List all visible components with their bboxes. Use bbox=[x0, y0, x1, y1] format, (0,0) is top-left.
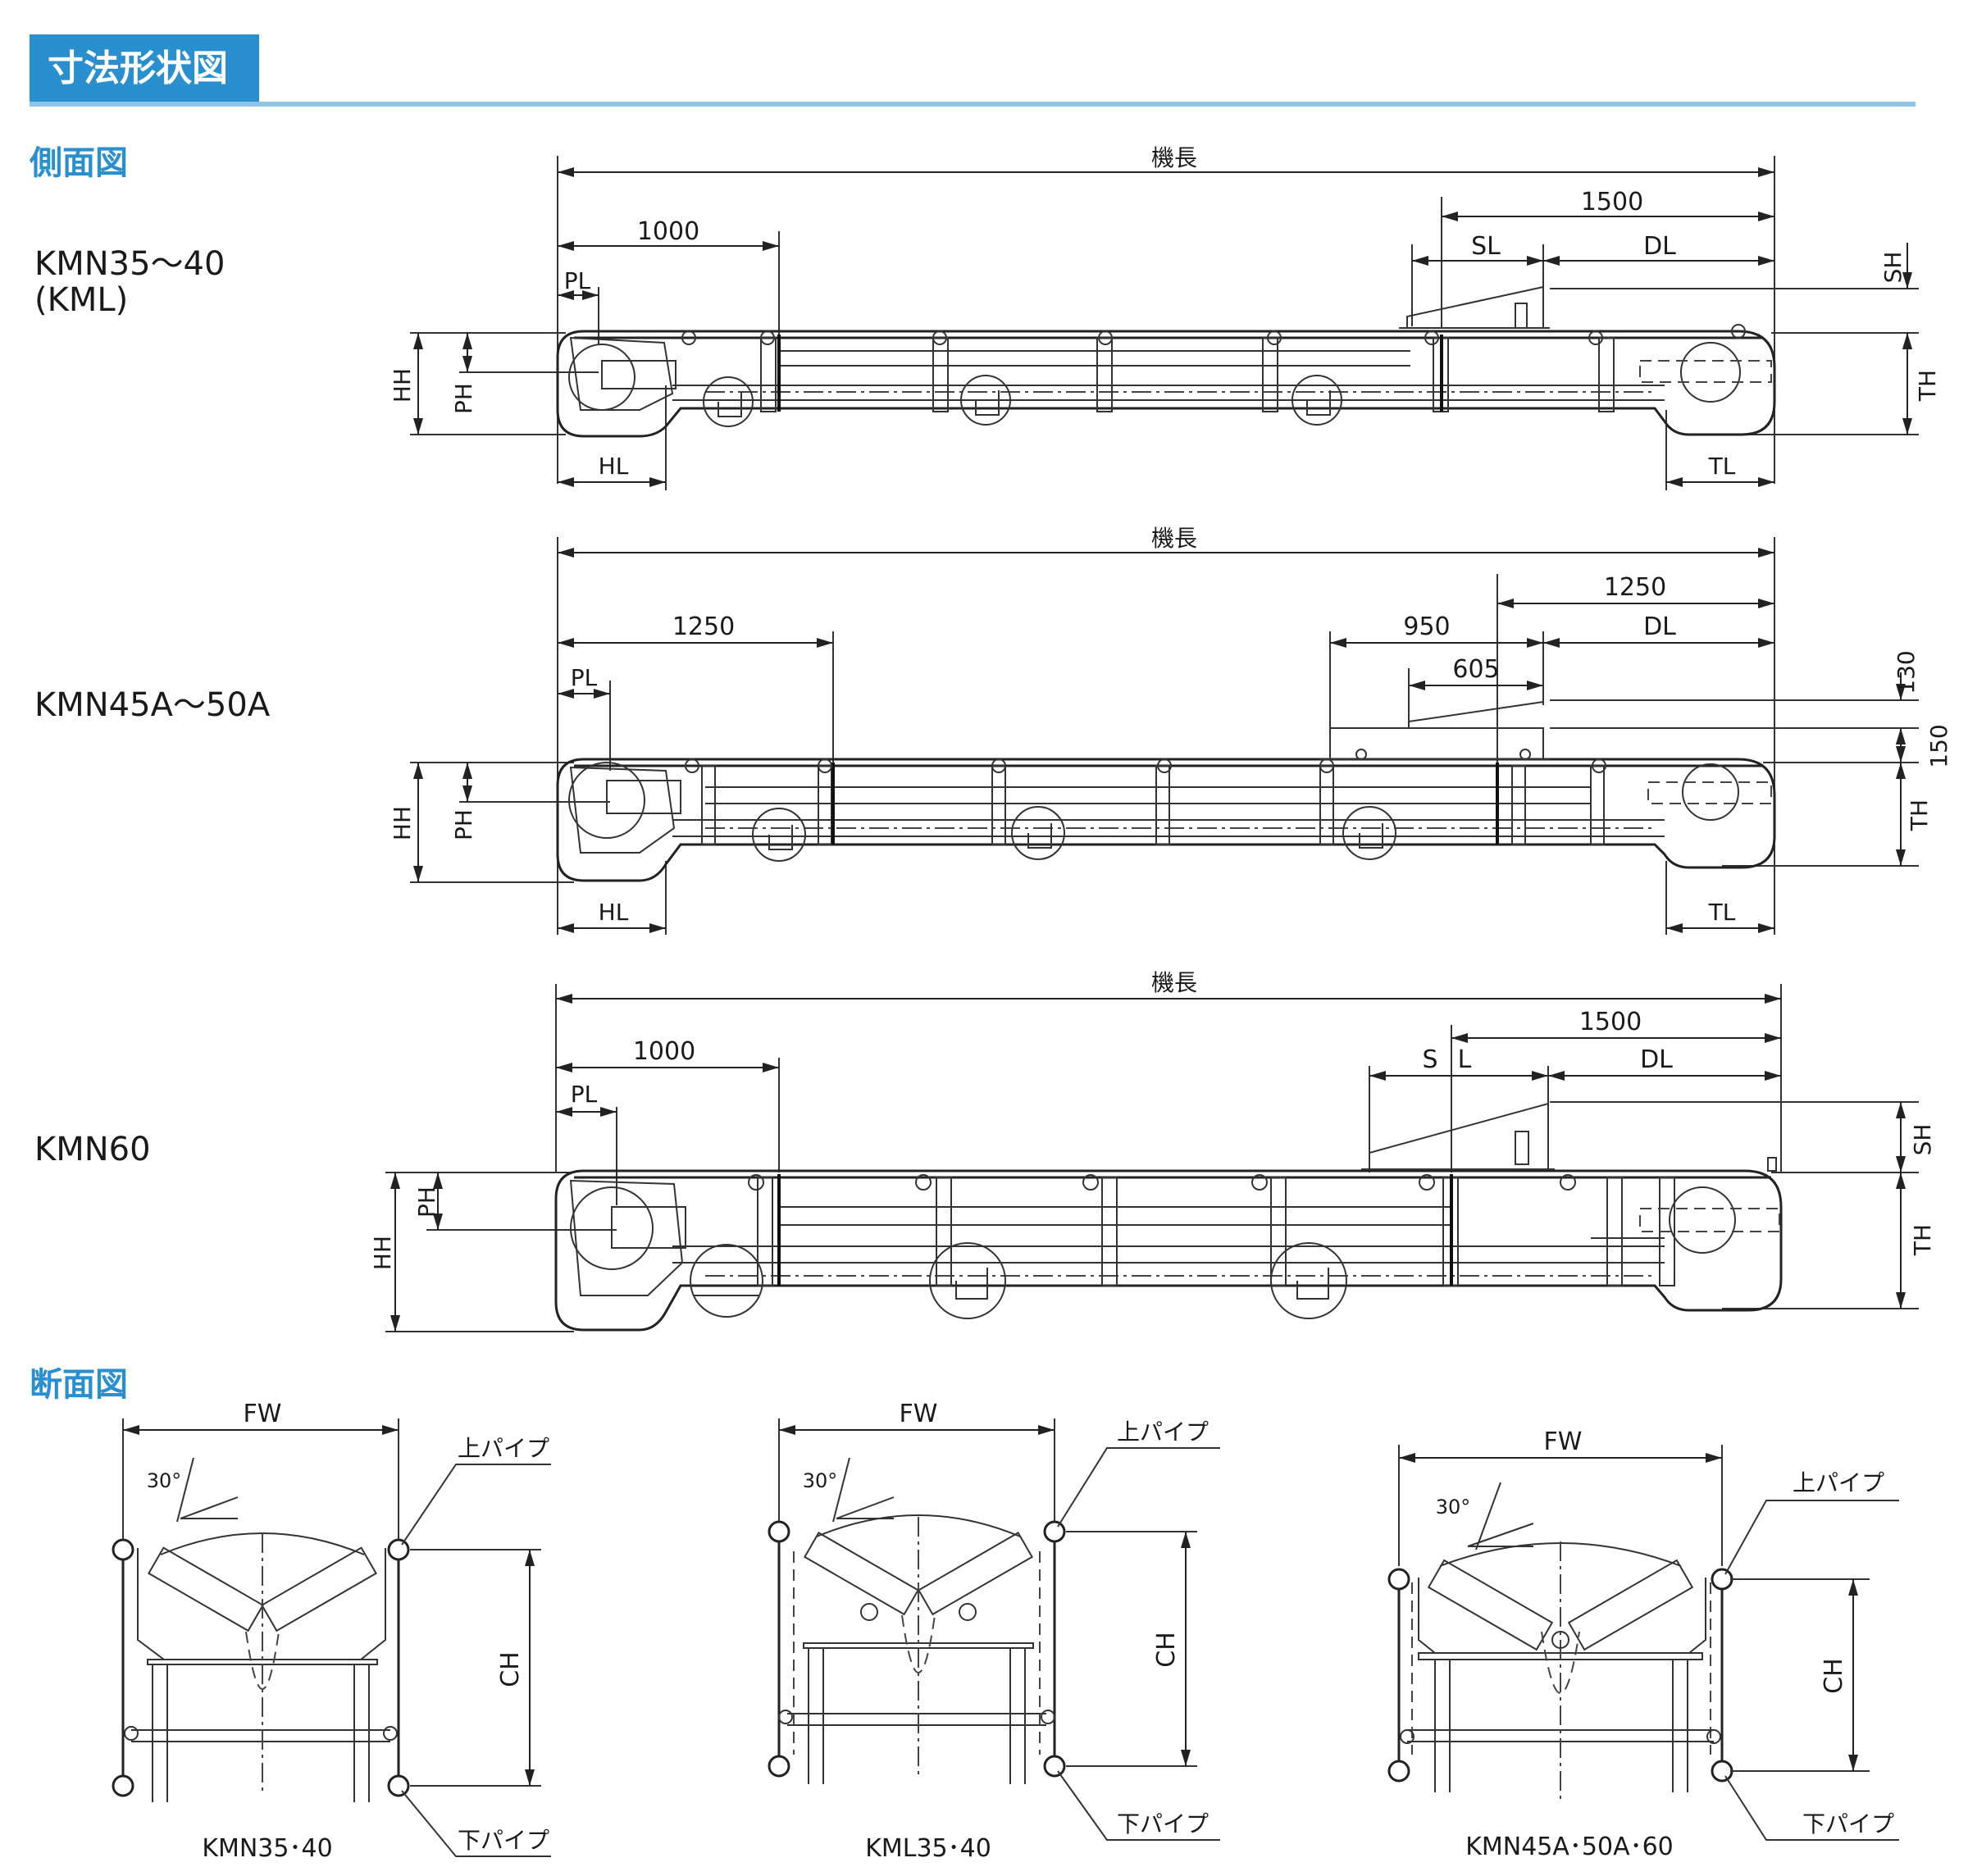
cs1-angle-label: 30° bbox=[147, 1469, 182, 1492]
v1-hl-dim: HL bbox=[599, 453, 629, 480]
cs3-lower-pipe-label: 下パイプ bbox=[1802, 1810, 1894, 1837]
v2-hl-dim: HL bbox=[599, 899, 629, 926]
v1-th-dim: TH bbox=[1914, 370, 1941, 402]
header-rule bbox=[30, 102, 1916, 107]
cs1-fw-dim: FW bbox=[244, 1400, 282, 1428]
side-view-title: 側面図 bbox=[30, 144, 128, 182]
cs3-caption: KMN45A･50A･60 bbox=[1465, 1833, 1674, 1861]
v2-dl-dim: DL bbox=[1643, 612, 1676, 641]
cs2-fw-dim: FW bbox=[900, 1400, 938, 1428]
cs2-caption: KML35･40 bbox=[865, 1834, 991, 1863]
cs1-upper-pipe-label: 上パイプ bbox=[458, 1435, 549, 1462]
model-label-1-line2: (KML) bbox=[34, 281, 129, 319]
v2-th-dim: TH bbox=[1906, 799, 1933, 831]
v2-150-dim: 150 bbox=[1925, 724, 1952, 767]
v1-sl-dim: SL bbox=[1471, 232, 1501, 261]
v3-machine-length-label: 機長 bbox=[1151, 969, 1197, 996]
cs1-ch-dim: CH bbox=[496, 1651, 525, 1687]
side-view-1: 機長 1000 1500 SL DL PL HL TL HH PH bbox=[389, 144, 1941, 490]
v2-head-dim: 1250 bbox=[672, 612, 735, 641]
cs1-caption: KMN35･40 bbox=[202, 1834, 332, 1863]
side-view-2: 機長 1250 1250 950 DL 605 PL HL TL HH PH 1… bbox=[389, 525, 1952, 935]
cross-section-2: FW 30° CH 上パイプ 下パイプ bbox=[768, 1400, 1220, 1863]
cross-section-1: FW 30° CH 上パイプ 下パイプ bbox=[112, 1400, 551, 1863]
v2-130-dim: 130 bbox=[1893, 650, 1920, 694]
cs3-fw-dim: FW bbox=[1544, 1427, 1583, 1456]
cs2-angle-label: 30° bbox=[803, 1469, 838, 1492]
header-title: 寸法形状図 bbox=[30, 34, 259, 103]
v1-ph-dim: PH bbox=[450, 383, 477, 414]
v1-tail-dim: 1500 bbox=[1581, 188, 1643, 216]
v3-sh-dim: SH bbox=[1909, 1124, 1936, 1156]
v3-tail-dim: 1500 bbox=[1579, 1008, 1642, 1036]
v2-tl-dim: TL bbox=[1708, 899, 1736, 926]
model-label-3: KMN60 bbox=[34, 1131, 151, 1168]
v3-th-dim: TH bbox=[1909, 1224, 1936, 1256]
v3-ph-dim: PH bbox=[413, 1186, 440, 1218]
v2-tail-dim: 1250 bbox=[1604, 573, 1666, 602]
v1-dl-dim: DL bbox=[1643, 232, 1676, 261]
cs3-upper-pipe-label: 上パイプ bbox=[1793, 1469, 1884, 1496]
model-label-1-line1: KMN35～40 bbox=[34, 245, 226, 283]
v1-pl-dim: PL bbox=[564, 267, 591, 294]
v2-ph-dim: PH bbox=[450, 809, 477, 840]
cs2-ch-dim: CH bbox=[1152, 1632, 1181, 1668]
v1-sh-dim: SH bbox=[1879, 252, 1906, 284]
cs1-lower-pipe-label: 下パイプ bbox=[458, 1827, 549, 1854]
model-label-1: KMN35～40 (KML) bbox=[34, 246, 225, 318]
v1-machine-length-label: 機長 bbox=[1151, 144, 1197, 171]
cross-section-3: FW 30° CH 上パイプ 下パイプ bbox=[1387, 1427, 1899, 1861]
model-label-2: KMN45A～50A bbox=[34, 686, 271, 724]
v3-hh-dim: HH bbox=[369, 1236, 396, 1270]
cs2-upper-pipe-label: 上パイプ bbox=[1117, 1418, 1209, 1446]
v3-pl-dim: PL bbox=[571, 1081, 598, 1108]
v1-hh-dim: HH bbox=[389, 368, 416, 403]
cross-section-title: 断面図 bbox=[30, 1366, 128, 1404]
v3-head-dim: 1000 bbox=[633, 1037, 695, 1066]
v3-s-label: S bbox=[1422, 1045, 1437, 1074]
v2-machine-length-label: 機長 bbox=[1151, 525, 1197, 552]
v2-950-dim: 950 bbox=[1403, 612, 1450, 641]
v3-dl-dim: DL bbox=[1640, 1045, 1673, 1074]
v1-head-dim: 1000 bbox=[637, 217, 699, 246]
cs3-angle-label: 30° bbox=[1436, 1496, 1471, 1519]
v3-l-label: L bbox=[1458, 1045, 1472, 1074]
v1-tl-dim: TL bbox=[1708, 453, 1736, 480]
side-view-3: 機長 1000 1500 S L DL PL HH PH SH TH bbox=[369, 969, 1936, 1332]
cs2-lower-pipe-label: 下パイプ bbox=[1117, 1810, 1209, 1837]
v2-605-dim: 605 bbox=[1452, 655, 1499, 684]
v2-pl-dim: PL bbox=[571, 664, 598, 691]
cs3-ch-dim: CH bbox=[1820, 1658, 1848, 1694]
v2-hh-dim: HH bbox=[389, 806, 416, 840]
